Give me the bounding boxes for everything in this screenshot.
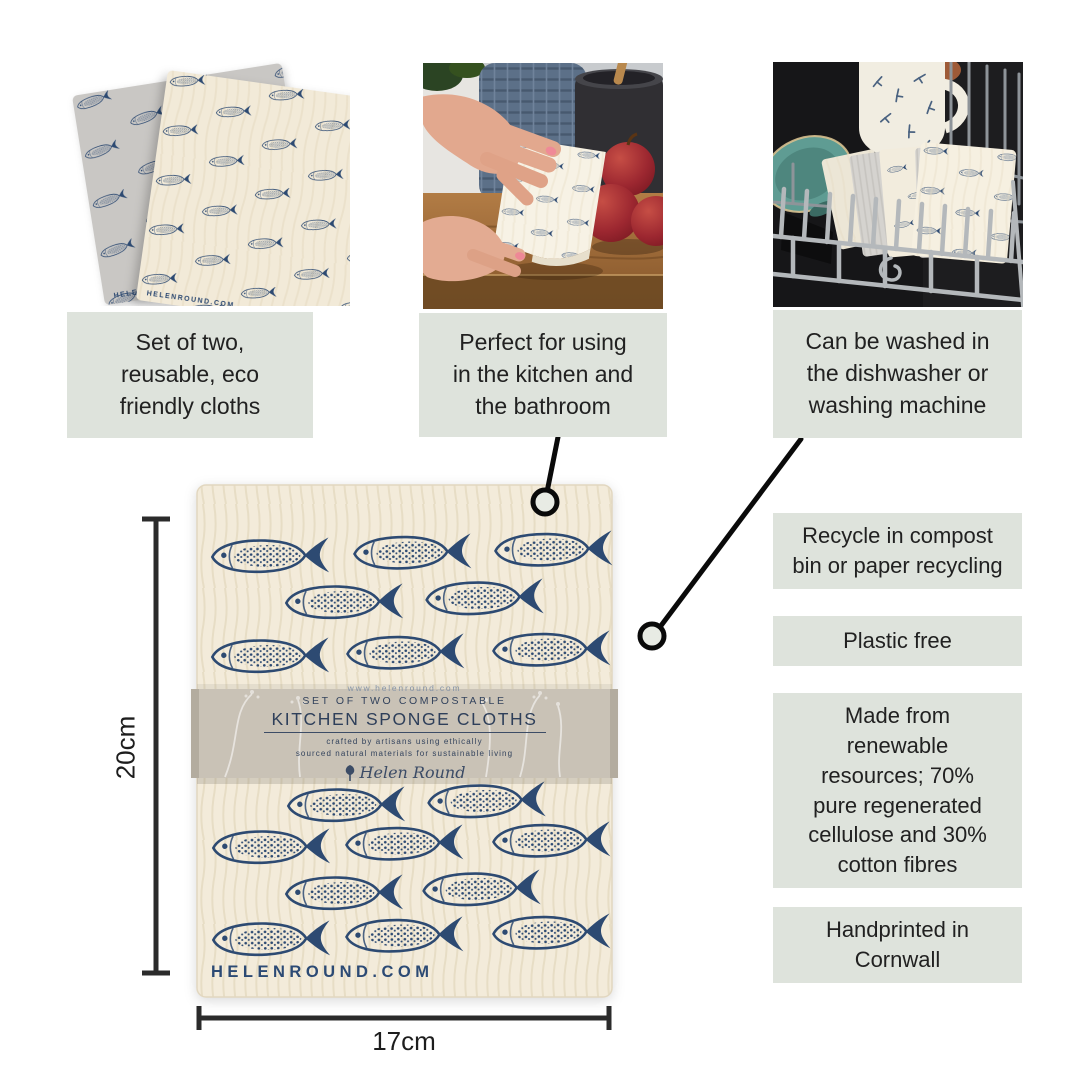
kitchen-illustration bbox=[423, 63, 663, 309]
caption-text: Set of two, reusable, eco friendly cloth… bbox=[119, 329, 261, 419]
caption-box-kitchen-use: Perfect for using in the kitchen and the… bbox=[419, 313, 667, 437]
benefit-text: Handprinted in Cornwall bbox=[825, 917, 970, 972]
band-label: www.helenround.com SET OF TWO COMPOSTABL… bbox=[191, 683, 618, 782]
benefit-box-handprinted: Handprinted in Cornwall bbox=[773, 907, 1022, 983]
front-rack-wires bbox=[773, 180, 1023, 307]
cream-cloth: HELENROUND.COM bbox=[136, 70, 350, 306]
benefit-box-plastic-free: Plastic free bbox=[773, 616, 1022, 666]
caption-box-set-of-two: Set of two, reusable, eco friendly cloth… bbox=[67, 312, 313, 438]
caption-box-washable: Can be washed in the dishwasher or washi… bbox=[773, 310, 1022, 438]
painted-nail bbox=[545, 146, 557, 156]
band-tagline-1: crafted by artisans using ethically bbox=[326, 737, 483, 746]
caption-text: Can be washed in the dishwasher or washi… bbox=[805, 328, 990, 418]
band-url: www.helenround.com bbox=[347, 683, 462, 693]
painted-nail bbox=[515, 252, 525, 260]
callout-circle bbox=[637, 621, 667, 651]
band-tagline-2: sourced natural materials for sustainabl… bbox=[295, 749, 514, 758]
benefit-box-renewable: Made from renewable resources; 70% pure … bbox=[773, 693, 1022, 888]
caption-text: Perfect for using in the kitchen and the… bbox=[452, 329, 634, 419]
left-hand bbox=[423, 216, 526, 282]
height-label: 20cm bbox=[110, 715, 141, 780]
callout-circle bbox=[530, 487, 560, 517]
benefit-box-recycle: Recycle in compost bin or paper recyclin… bbox=[773, 513, 1022, 589]
band-subtitle: SET OF TWO COMPOSTABLE bbox=[302, 695, 507, 707]
photo-kitchen-use bbox=[423, 63, 663, 309]
benefit-text: Recycle in compost bin or paper recyclin… bbox=[792, 523, 1003, 578]
dishwasher-illustration bbox=[773, 62, 1023, 307]
brand-logo: Helen Round bbox=[344, 763, 466, 782]
band-title: KITCHEN SPONGE CLOTHS bbox=[263, 709, 546, 733]
tree-icon bbox=[345, 765, 354, 781]
right-hand bbox=[423, 94, 561, 206]
height-dimension-line bbox=[142, 516, 170, 976]
width-label: 17cm bbox=[372, 1026, 436, 1056]
benefit-text: Made from renewable resources; 70% pure … bbox=[808, 703, 987, 877]
benefit-text: Plastic free bbox=[843, 628, 952, 654]
rack-hook bbox=[878, 256, 902, 282]
brand-name: Helen Round bbox=[359, 763, 466, 782]
wooden-spoon bbox=[613, 63, 634, 85]
photo-two-cloths: HELENROUND.COM HELENROUND.COM bbox=[50, 48, 350, 306]
photo-dishwasher bbox=[773, 62, 1023, 307]
cloth-website-text: HELENROUND.COM bbox=[211, 963, 434, 981]
callout-kitchen bbox=[530, 434, 561, 517]
two-cloths-illustration: HELENROUND.COM HELENROUND.COM bbox=[50, 48, 350, 306]
